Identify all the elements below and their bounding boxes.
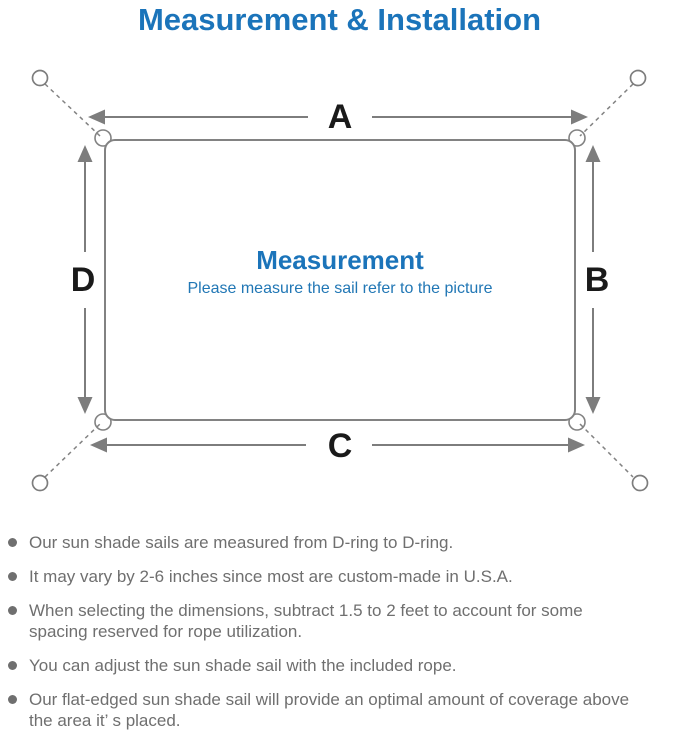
list-item: Our sun shade sails are measured from D-…: [8, 532, 640, 553]
note-text: Our flat-edged sun shade sail will provi…: [29, 690, 630, 730]
note-text: When selecting the dimensions, subtract …: [29, 601, 583, 641]
dimension-label-a: A: [327, 98, 353, 136]
list-item: It may vary by 2-6 inches since most are…: [8, 566, 640, 587]
dimension-arrows: [77, 109, 601, 453]
anchor-ring-top-right-icon: [629, 69, 647, 87]
dimension-label-d: D: [70, 261, 96, 299]
list-item: When selecting the dimensions, subtract …: [8, 600, 640, 642]
bullet-dot-icon: [8, 538, 17, 547]
arrow-d: [77, 145, 93, 414]
arrow-b: [585, 145, 601, 414]
rope-top-left: [44, 83, 101, 137]
anchor-ring-bottom-right-icon: [631, 474, 649, 492]
diagram-subtitle: Please measure the sail refer to the pic…: [187, 280, 493, 297]
rope-bottom-left: [44, 423, 101, 478]
notes-list: Our sun shade sails are measured from D-…: [8, 532, 640, 739]
bullet-dot-icon: [8, 661, 17, 670]
list-item: Our flat-edged sun shade sail will provi…: [8, 689, 640, 731]
dring-top-left-icon: [94, 129, 112, 147]
note-text: It may vary by 2-6 inches since most are…: [29, 567, 513, 586]
list-item: You can adjust the sun shade sail with t…: [8, 655, 640, 676]
arrow-a: [88, 109, 588, 125]
anchor-ring-bottom-left-icon: [31, 474, 49, 492]
arrow-c: [90, 437, 585, 453]
sail-measurement-diagram: [31, 69, 649, 492]
note-text: You can adjust the sun shade sail with t…: [29, 656, 457, 675]
bullet-dot-icon: [8, 572, 17, 581]
dimension-label-b: B: [584, 261, 610, 299]
sail-outline: [104, 139, 576, 421]
rope-bottom-right: [579, 423, 634, 478]
note-text: Our sun shade sails are measured from D-…: [29, 533, 454, 552]
bullet-dot-icon: [8, 606, 17, 615]
anchor-ring-top-left-icon: [31, 69, 49, 87]
dimension-label-c: C: [327, 427, 353, 465]
page-title: Measurement & Installation: [137, 2, 542, 37]
bullet-dot-icon: [8, 695, 17, 704]
rope-top-right: [579, 83, 634, 137]
diagram-heading: Measurement: [256, 245, 424, 275]
anchor-ring-icons: [31, 69, 649, 492]
